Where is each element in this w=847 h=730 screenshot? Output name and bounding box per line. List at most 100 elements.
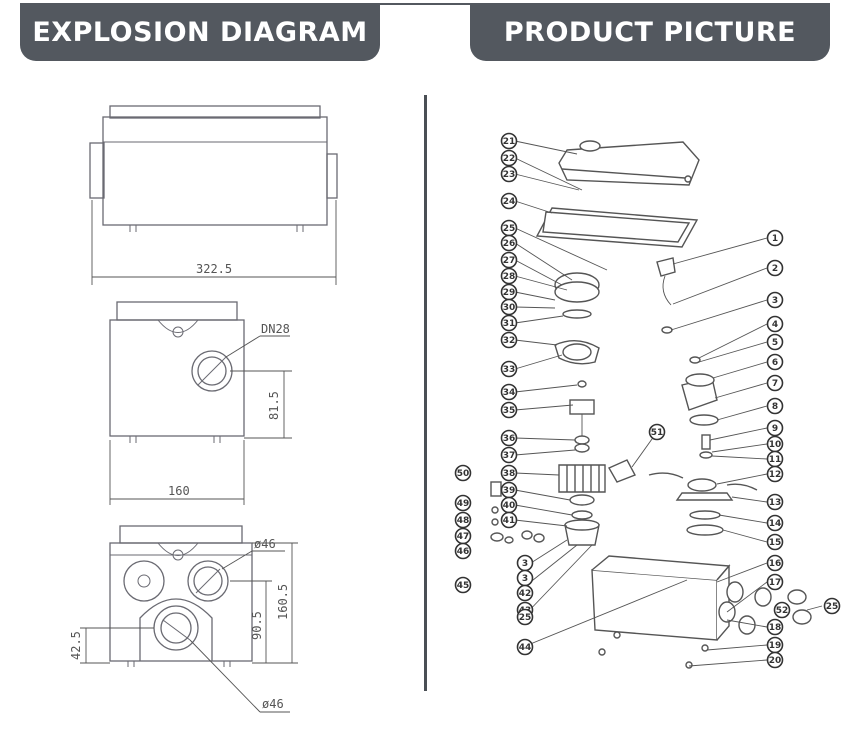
callout-number: 44 (519, 643, 532, 653)
part-callout-right-5: 5 (766, 333, 784, 351)
callout-number: 3 (522, 574, 528, 584)
callout-number: 6 (772, 358, 778, 368)
callout-number: 36 (503, 434, 516, 444)
part-callout-left-28: 45 (454, 576, 472, 594)
part-callout-right-7: 7 (766, 374, 784, 392)
callout-number: 46 (457, 547, 470, 557)
callout-number: 38 (503, 469, 516, 479)
callout-number: 17 (769, 578, 782, 588)
dim-160: 160 (168, 484, 190, 498)
callout-circle (500, 149, 518, 167)
callout-circle (500, 511, 518, 529)
callout-number: 51 (651, 428, 664, 438)
callout-circle (766, 493, 784, 511)
callout-circle (766, 374, 784, 392)
callout-number: 29 (503, 288, 516, 298)
callout-circle (500, 383, 518, 401)
callout-circle (500, 446, 518, 464)
header-rule (20, 3, 830, 5)
callout-circle (766, 229, 784, 247)
part-callout-left-15: 35 (500, 401, 518, 419)
callout-circle (500, 298, 518, 316)
callout-number: 8 (772, 402, 778, 412)
left-part-labels: 2122232425262728293031323334353637383940… (454, 132, 534, 656)
callout-circle (454, 511, 472, 529)
part-callout-left-12: 32 (500, 331, 518, 349)
part-callout-left-16: 36 (500, 429, 518, 447)
callout-number: 3 (522, 559, 528, 569)
callout-circle (773, 601, 791, 619)
callout-number: 15 (769, 538, 782, 548)
dim-90-5: 90.5 (250, 611, 264, 640)
part-callout-left-27: 3 (516, 554, 534, 572)
callout-number: 20 (769, 656, 782, 666)
part-callout-right-16: 16 (766, 554, 784, 572)
callout-number: 21 (503, 137, 516, 147)
dim-160-5: 160.5 (276, 584, 290, 620)
side-view: DN28 81.5 160 (109, 301, 292, 505)
callout-number: 40 (503, 501, 516, 511)
part-callout-right-12: 12 (766, 465, 784, 483)
callout-number: 50 (457, 469, 470, 479)
callout-number: 19 (769, 641, 782, 651)
part-callout-right-11: 11 (766, 450, 784, 468)
callout-number: 16 (769, 559, 782, 569)
lid-part (558, 140, 700, 186)
callout-circle (500, 165, 518, 183)
part-callout-left-33: 44 (516, 638, 534, 656)
vertical-divider (424, 95, 427, 691)
base-tank (591, 555, 812, 669)
callout-number: 1 (772, 234, 778, 244)
callout-number: 12 (769, 470, 782, 480)
callout-number: 28 (503, 272, 516, 282)
callout-number: 3 (772, 296, 778, 306)
callout-number: 5 (772, 338, 778, 348)
technical-drawing: 322.5 DN28 81.5 160 (69, 105, 338, 713)
callout-number: 27 (503, 256, 516, 266)
dim-42-5: 42.5 (69, 631, 83, 660)
callout-circle (500, 267, 518, 285)
callout-circle (766, 333, 784, 351)
part-callout-left-7: 27 (500, 251, 518, 269)
callout-number: 25 (826, 602, 839, 612)
callout-circle (766, 573, 784, 591)
callout-number: 23 (503, 170, 516, 180)
part-callout-right-21: 51 (648, 423, 666, 441)
part-callout-right-20: 20 (766, 651, 784, 669)
callout-circle (500, 234, 518, 252)
callout-circle (454, 494, 472, 512)
callout-number: 39 (503, 486, 516, 496)
callout-circle (500, 464, 518, 482)
part-callout-right-8: 8 (766, 397, 784, 415)
callout-number: 35 (503, 406, 516, 416)
callout-circle (500, 331, 518, 349)
part-callout-right-18: 18 (766, 618, 784, 636)
part-callout-right-22: 52 (773, 601, 791, 619)
callout-number: 14 (769, 519, 782, 529)
part-callout-left-18: 38 (500, 464, 518, 482)
part-callout-left-10: 30 (500, 298, 518, 316)
callout-circle (766, 533, 784, 551)
dim-width-top: 322.5 (196, 262, 232, 276)
callout-number: 52 (776, 606, 789, 616)
part-callout-left-3: 23 (500, 165, 518, 183)
product-picture-header: PRODUCT PICTURE (470, 3, 830, 61)
dim-phi46-bottom: ø46 (262, 697, 284, 711)
part-callout-right-15: 15 (766, 533, 784, 551)
callout-circle (766, 315, 784, 333)
part-callout-right-17: 17 (766, 573, 784, 591)
part-callout-left-20: 40 (500, 496, 518, 514)
callout-circle (500, 132, 518, 150)
part-callout-left-17: 37 (500, 446, 518, 464)
callout-number: 48 (457, 516, 470, 526)
part-callout-left-14: 34 (500, 383, 518, 401)
motor-assembly (554, 272, 606, 546)
callout-circle (766, 514, 784, 532)
callout-number: 18 (769, 623, 782, 633)
callout-number: 30 (503, 303, 516, 313)
callout-number: 11 (769, 455, 782, 465)
callout-number: 2 (772, 264, 778, 274)
part-callout-left-13: 33 (500, 360, 518, 378)
part-callout-right-2: 2 (766, 259, 784, 277)
callout-circle (766, 259, 784, 277)
